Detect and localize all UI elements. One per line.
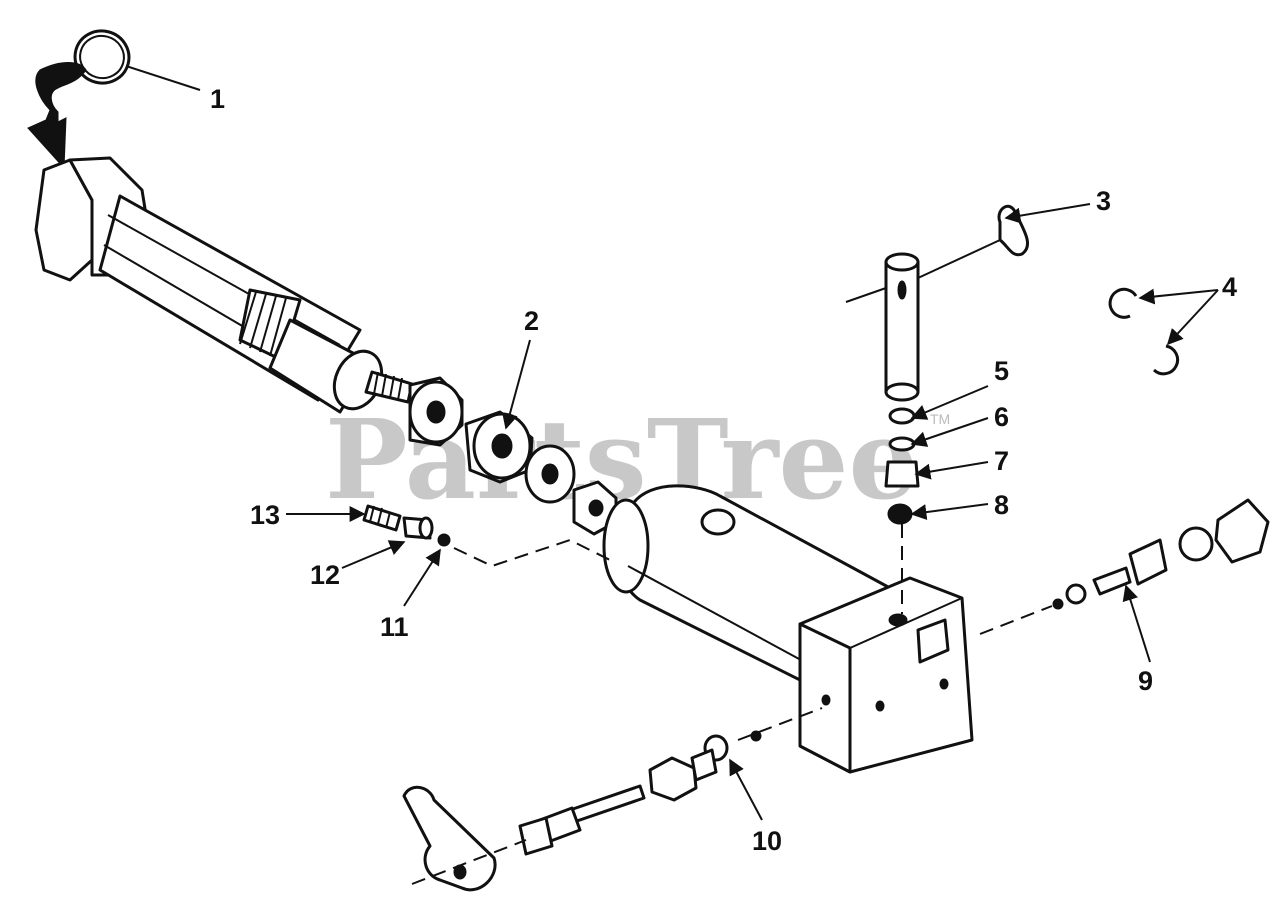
handle-part	[402, 785, 497, 892]
spacer-part	[408, 376, 464, 447]
callout-4: 4	[1222, 272, 1237, 302]
snap-ring-lower-part	[1152, 344, 1180, 376]
callout-6: 6	[994, 402, 1009, 432]
bushing-part	[464, 410, 534, 484]
hair-pin-clip-part	[997, 204, 1029, 257]
washer-part	[524, 444, 576, 504]
callout-5: 5	[994, 356, 1009, 386]
valve-parts-9	[1052, 498, 1270, 610]
callout-3: 3	[1096, 186, 1111, 216]
cylinder-body-part	[34, 156, 414, 414]
callout-2: 2	[524, 306, 539, 336]
callout-13: 13	[250, 500, 280, 530]
o-ring-part	[73, 29, 131, 85]
nut-7-part	[884, 460, 920, 488]
curved-arrow-icon	[27, 62, 87, 170]
ball-11-part	[437, 533, 451, 547]
pin-part	[884, 252, 920, 402]
seat-12-part	[402, 516, 434, 540]
snap-ring-upper-part	[1108, 287, 1138, 319]
washer-5-part	[888, 407, 916, 425]
o-ring-6-part	[888, 436, 916, 452]
callout-7: 7	[994, 446, 1009, 476]
release-valve-part	[518, 748, 718, 856]
callout-8: 8	[994, 490, 1009, 520]
valve-block-part	[798, 576, 974, 774]
callout-9: 9	[1138, 666, 1153, 696]
watermark-trademark: TM	[930, 411, 950, 427]
callout-1: 1	[210, 84, 225, 114]
ball-8-part	[887, 503, 913, 525]
callout-10: 10	[752, 826, 782, 856]
callout-12: 12	[310, 560, 340, 590]
callout-11: 11	[380, 612, 409, 642]
